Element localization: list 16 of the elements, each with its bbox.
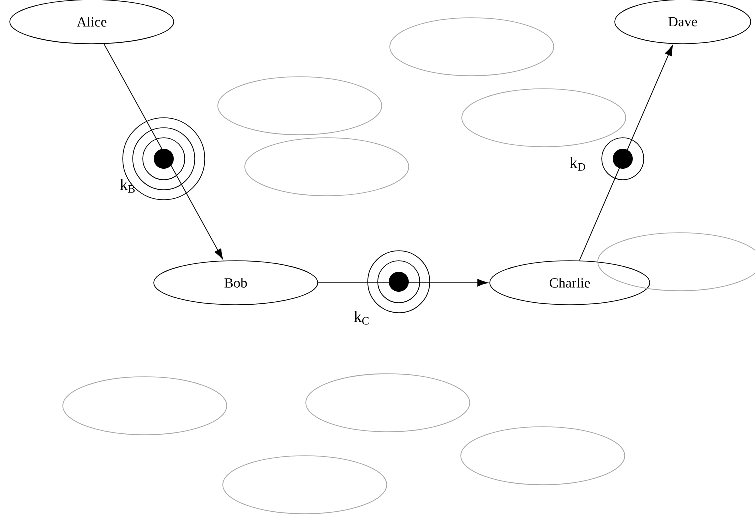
arrow — [579, 45, 674, 262]
ellipse-node: Charlie — [490, 260, 650, 306]
empty-ellipse — [222, 456, 388, 514]
empty-ellipse — [218, 76, 382, 136]
empty-ellipse — [462, 88, 626, 148]
empty-ellipse — [244, 138, 410, 196]
empty-ellipse — [460, 426, 626, 486]
edge-label: k$_{D}$ — [570, 157, 586, 171]
empty-ellipse — [390, 18, 554, 76]
edge-label: k$_{B}$ — [120, 179, 135, 193]
empty-ellipse — [62, 376, 228, 436]
empty-ellipse — [306, 374, 470, 432]
arrow — [318, 279, 488, 287]
ellipse-node: Bob — [154, 260, 318, 306]
arrow — [104, 44, 224, 260]
edge-label: k$_{C}$ — [354, 311, 369, 325]
